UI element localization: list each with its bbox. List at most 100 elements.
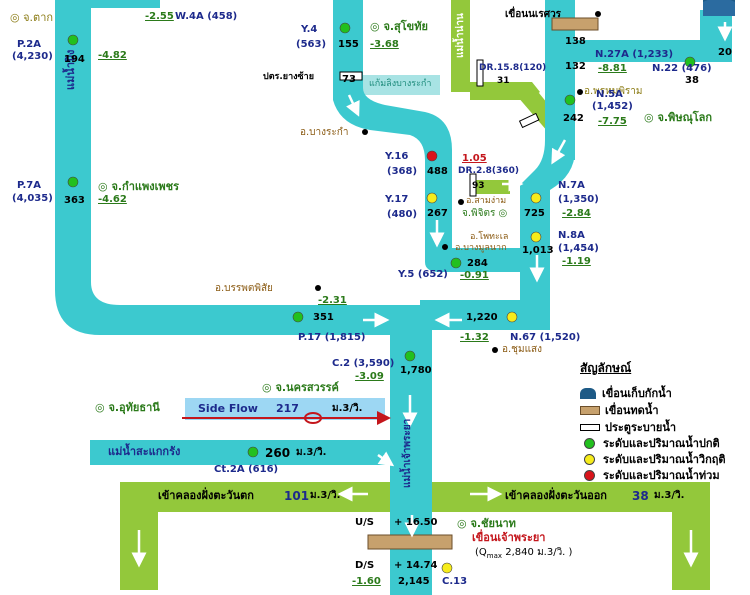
place-phichit: จ.พิจิตร ◎ bbox=[462, 208, 508, 219]
station-y17-cap: (480) bbox=[387, 209, 418, 220]
station-p2a-cap: (4,230) bbox=[12, 51, 53, 62]
station-n7a-diff: -2.84 bbox=[562, 208, 591, 219]
station-n8a-cap: (1,454) bbox=[558, 243, 599, 254]
place-phrom: อ.พรหมพิราม bbox=[584, 86, 643, 97]
retention-area bbox=[345, 75, 440, 95]
west-canal-label: เข้าคลองฝั่งตะวันตก bbox=[158, 489, 254, 502]
station-p17-flow: 351 bbox=[313, 312, 334, 323]
station-n67-flow: 1,220 bbox=[466, 312, 498, 323]
legend-flood: ระดับและปริมาณน้ำท่วม bbox=[580, 468, 720, 482]
station-y4-flow: 155 bbox=[338, 39, 359, 50]
station-n7a-cap: (1,350) bbox=[558, 194, 599, 205]
station-y17-flow: 267 bbox=[427, 208, 448, 219]
place-markers bbox=[315, 11, 601, 353]
rivers bbox=[55, 0, 732, 595]
flow-sirikit: 20 bbox=[718, 47, 732, 58]
place-chainat: ◎ จ.ชัยนาท bbox=[457, 517, 516, 530]
station-c13: C.13 bbox=[442, 576, 468, 587]
station-y16-flow: 488 bbox=[427, 166, 448, 177]
station-dot-p7a bbox=[67, 176, 79, 188]
station-c2-flow: 1,780 bbox=[400, 365, 432, 376]
dam-us-value: + 16.50 bbox=[394, 517, 438, 528]
regulator-icon bbox=[580, 423, 600, 431]
station-dot-p2a bbox=[67, 34, 79, 46]
station-n22: N.22 (476) bbox=[652, 63, 712, 74]
place-pho-thale: อ.โพทะเล bbox=[470, 232, 509, 242]
station-dot-c2 bbox=[404, 350, 416, 362]
label-dr28: DR.2.8(360) bbox=[458, 166, 519, 176]
flow-naresuan-top: 138 bbox=[565, 36, 586, 47]
dam-ds-label: D/S bbox=[355, 560, 375, 571]
station-n8a: N.8A bbox=[558, 230, 585, 241]
station-p17: P.17 (1,815) bbox=[298, 332, 366, 343]
station-y5-flow: 284 bbox=[467, 258, 488, 269]
station-y4-diff: -3.68 bbox=[370, 39, 399, 50]
station-dot-y17 bbox=[426, 192, 438, 204]
station-n5a-flow: 242 bbox=[563, 113, 584, 124]
sakae-flow-unit: ม.3/วิ. bbox=[296, 447, 327, 458]
station-dot-y16 bbox=[426, 150, 438, 162]
station-y16-cap: (368) bbox=[387, 166, 418, 177]
station-p2a-diff: -4.82 bbox=[98, 50, 127, 61]
sakae-flow-value: 260 bbox=[265, 446, 291, 460]
place-bang-mun-nak: อ.บางมูลนาก bbox=[455, 243, 507, 253]
station-n22-flow: 38 bbox=[685, 75, 699, 86]
side-flow-unit: ม.3/วิ. bbox=[332, 403, 363, 414]
station-n27a: N.27A (1,233) bbox=[595, 49, 674, 60]
barrage-icon bbox=[580, 405, 600, 415]
station-w4a-diff: -2.55 bbox=[145, 11, 174, 22]
river-sakae-label: แม่น้ำสะแกกรัง bbox=[108, 445, 181, 458]
place-sukhothai: ◎ จ.สุโขทัย bbox=[370, 20, 428, 33]
station-c2: C.2 (3,590) bbox=[332, 358, 395, 369]
place-kamphaeng: ◎ จ.กำแพงเพชร bbox=[98, 180, 179, 193]
dam-qmax: (Qmax 2,840 ม.3/วิ. ) bbox=[475, 547, 573, 560]
legend-storage-dam: เขื่อนเก็บกักน้ำ bbox=[580, 386, 672, 400]
station-y4-cap: (563) bbox=[296, 39, 327, 50]
station-c13-diff: -1.60 bbox=[352, 576, 381, 587]
station-p17-diff: -2.31 bbox=[318, 295, 347, 306]
chaophraya-dam-label: เขื่อนเจ้าพระยา bbox=[472, 531, 546, 544]
station-dot-y4 bbox=[339, 22, 351, 34]
west-canal-value: 101 bbox=[284, 489, 310, 503]
station-y5: Y.5 (652) bbox=[398, 269, 448, 280]
place-tak: ◎ จ.ตาก bbox=[10, 11, 54, 24]
legend-critical: ระดับและปริมาณน้ำวิกฤติ bbox=[580, 452, 726, 466]
side-flow-value: 217 bbox=[276, 402, 299, 415]
station-ct2a: Ct.2A (616) bbox=[214, 464, 279, 475]
flow-naresuan-mid: 132 bbox=[565, 61, 586, 72]
station-p7a: P.7A bbox=[17, 180, 41, 191]
station-n5a-diff: -7.75 bbox=[598, 116, 627, 127]
river-nan-label: แม่น้ำน่าน bbox=[455, 13, 466, 58]
station-c2-diff: -3.09 bbox=[355, 371, 384, 382]
station-p2a-flow: 194 bbox=[64, 54, 85, 65]
river-chao-phraya-label: แม่น้ำเจ้าพระยา bbox=[402, 418, 413, 488]
station-p7a-diff: -4.62 bbox=[98, 194, 127, 205]
legend-title: สัญลักษณ์ bbox=[580, 361, 632, 375]
place-sam-ngam: อ.สามง่าม bbox=[466, 196, 507, 206]
place-banphot: อ.บรรพตพิสัย bbox=[215, 283, 273, 294]
dam-us-label: U/S bbox=[355, 517, 374, 528]
station-y5-diff: -0.91 bbox=[460, 270, 489, 281]
west-canal-unit: ม.3/วิ. bbox=[310, 490, 341, 501]
station-dot-y5 bbox=[450, 257, 462, 269]
station-dot-n5a bbox=[564, 94, 576, 106]
side-flow-band bbox=[185, 398, 385, 420]
station-n8a-flow: 1,013 bbox=[522, 245, 554, 256]
station-p2a: P.2A bbox=[17, 39, 41, 50]
barrage-icons bbox=[367, 17, 599, 550]
station-n5a-cap: (1,452) bbox=[592, 101, 633, 112]
normal-level-icon bbox=[584, 437, 595, 449]
place-uthai: ◎ จ.อุทัยธานี bbox=[95, 401, 160, 414]
regulator-icons bbox=[339, 59, 540, 197]
east-canal-value: 38 bbox=[632, 489, 649, 503]
flow-dr158: 31 bbox=[497, 76, 510, 86]
station-dot-n22 bbox=[684, 56, 696, 68]
flow-dr28: 93 bbox=[472, 181, 485, 191]
station-y4: Y.4 bbox=[301, 24, 318, 35]
side-flow-label: Side Flow bbox=[198, 402, 258, 415]
station-n8a-diff: -1.19 bbox=[562, 256, 591, 267]
critical-level-icon bbox=[584, 453, 595, 465]
station-y16: Y.16 bbox=[385, 151, 409, 162]
station-w4a: W.4A (458) bbox=[175, 11, 238, 22]
